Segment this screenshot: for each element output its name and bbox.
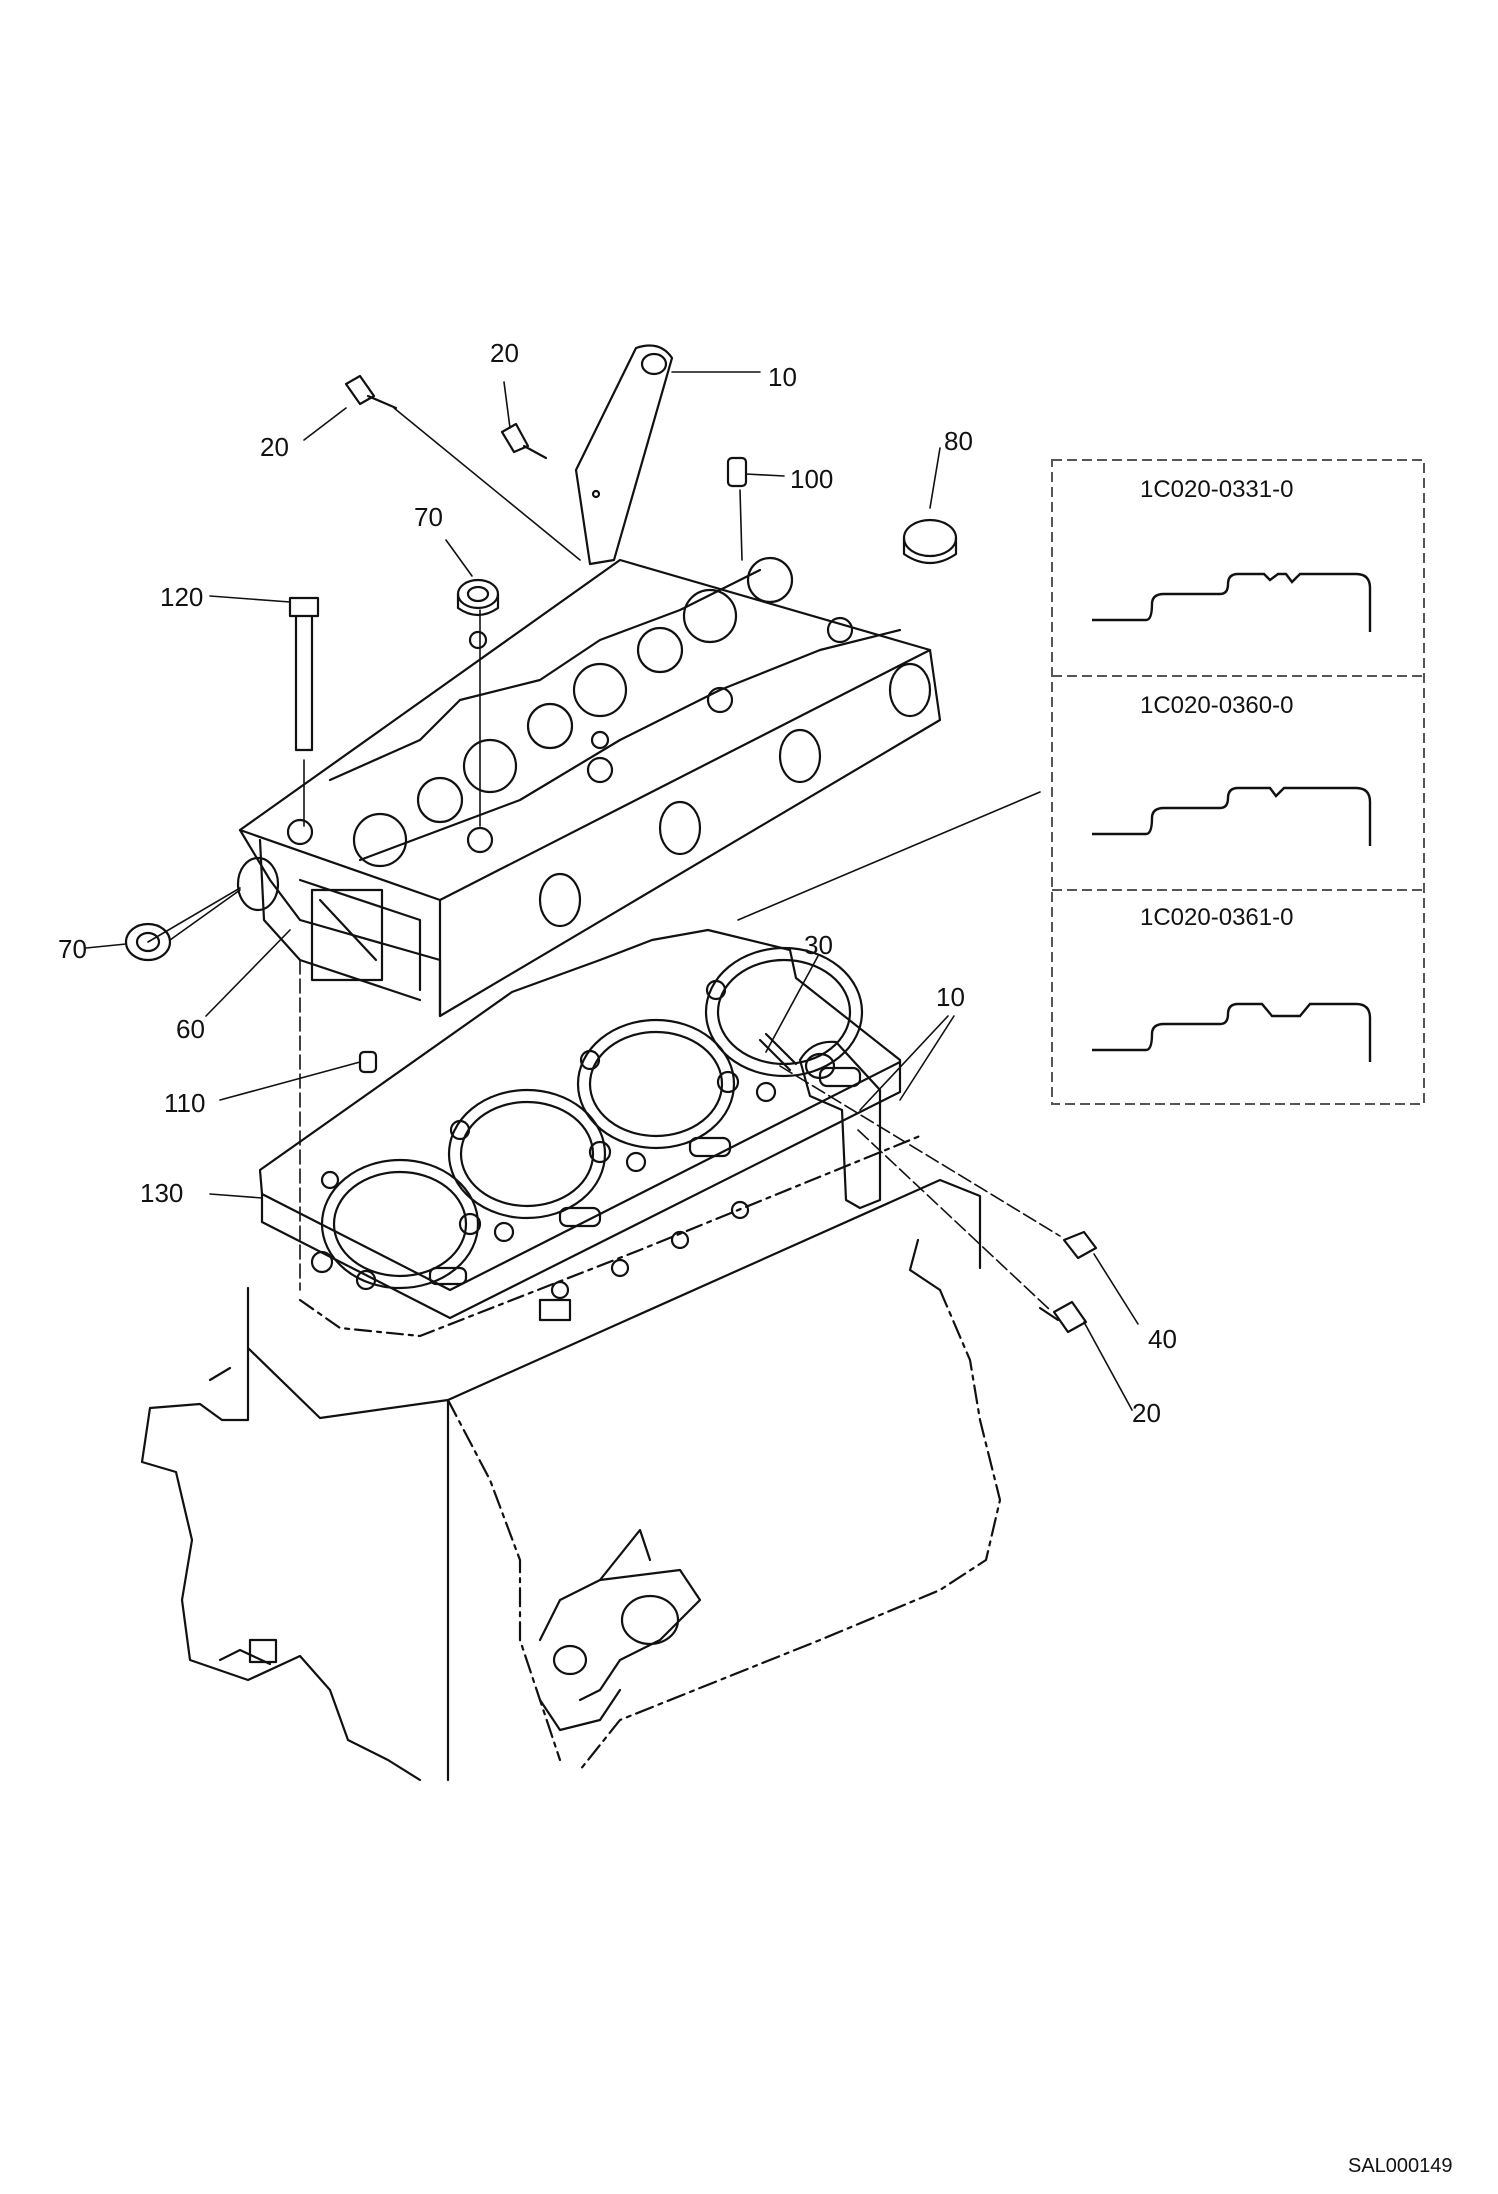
plug-100 [726,456,748,488]
bolt-20-left [344,374,398,410]
leader-lines [85,371,1139,1411]
callout-10-right: 10 [936,982,965,1012]
document-code: SAL000149 [1348,2155,1453,2177]
gasket-profile-1 [1092,572,1372,632]
nut-40 [1062,1230,1098,1260]
callout-70-top: 70 [414,502,443,532]
callout-120: 120 [160,582,204,612]
callout-20-bottom: 20 [1132,1398,1161,1428]
callout-20-top: 20 [490,338,519,368]
gasket-profile-3 [1092,1002,1372,1062]
pin-110 [358,1050,378,1074]
seal-70-left [124,922,172,962]
bolt-120 [288,596,320,752]
seal-70-top [456,578,500,617]
cylinder-head [236,556,942,1018]
callout-10-top: 10 [768,362,797,392]
engine-hanger-front [574,344,674,566]
stud-30 [758,1032,798,1072]
gasket-part-number-3: 1C020-0361-0 [1140,904,1294,931]
gasket-part-number-2: 1C020-0360-0 [1140,692,1294,719]
callout-30: 30 [804,930,833,960]
head-gasket [258,928,902,1322]
callout-60: 60 [176,1014,205,1044]
cap-80 [902,518,958,565]
callout-100: 100 [790,464,834,494]
callout-130: 130 [140,1178,184,1208]
callout-70-left: 70 [58,934,87,964]
bolt-20-top [500,422,548,460]
callout-20-left: 20 [260,432,289,462]
gasket-profile-2 [1092,786,1372,846]
bolt-20-bottom [1038,1300,1088,1334]
gasket-variant-panel [1051,459,1425,1105]
gasket-part-number-1: 1C020-0331-0 [1140,476,1294,503]
callout-80: 80 [944,426,973,456]
engine-hanger-rear [798,1040,882,1210]
callout-40: 40 [1148,1324,1177,1354]
engine-block [140,1134,1002,1782]
callout-110: 110 [164,1088,206,1118]
